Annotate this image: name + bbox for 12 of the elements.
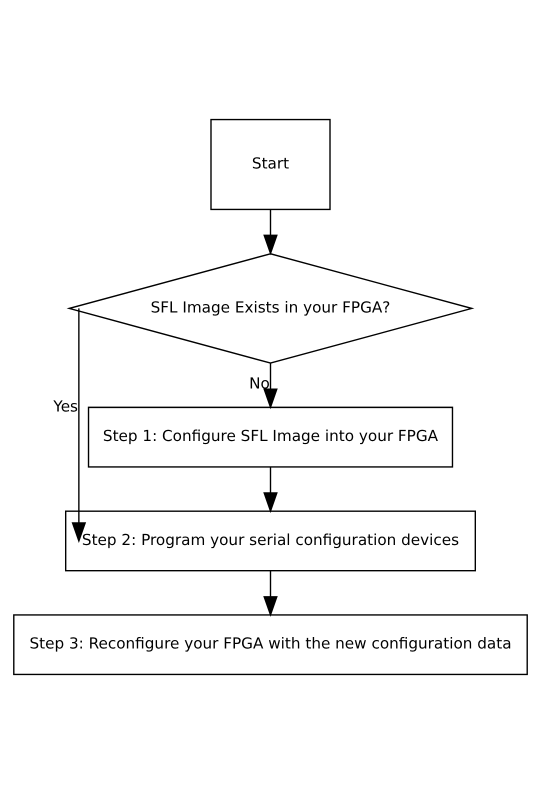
- edge-label: No: [249, 374, 270, 392]
- arrow: [263, 467, 278, 514]
- arrow: [72, 308, 86, 544]
- edge-label: Yes: [53, 397, 78, 416]
- node-diamond: SFL Image Exists in your FPGA?: [66, 253, 474, 364]
- node-box: Step 1: Configure SFL Image into your FPGA: [88, 406, 454, 468]
- arrow: [263, 210, 278, 256]
- node-box: Step 2: Program your serial configuration devices: [65, 510, 476, 572]
- node-box: Start: [210, 118, 331, 210]
- arrow: [263, 363, 278, 410]
- node-box: Step 3: Reconfigure your FPGA with the new configuration data: [13, 614, 528, 676]
- arrow: [263, 570, 278, 617]
